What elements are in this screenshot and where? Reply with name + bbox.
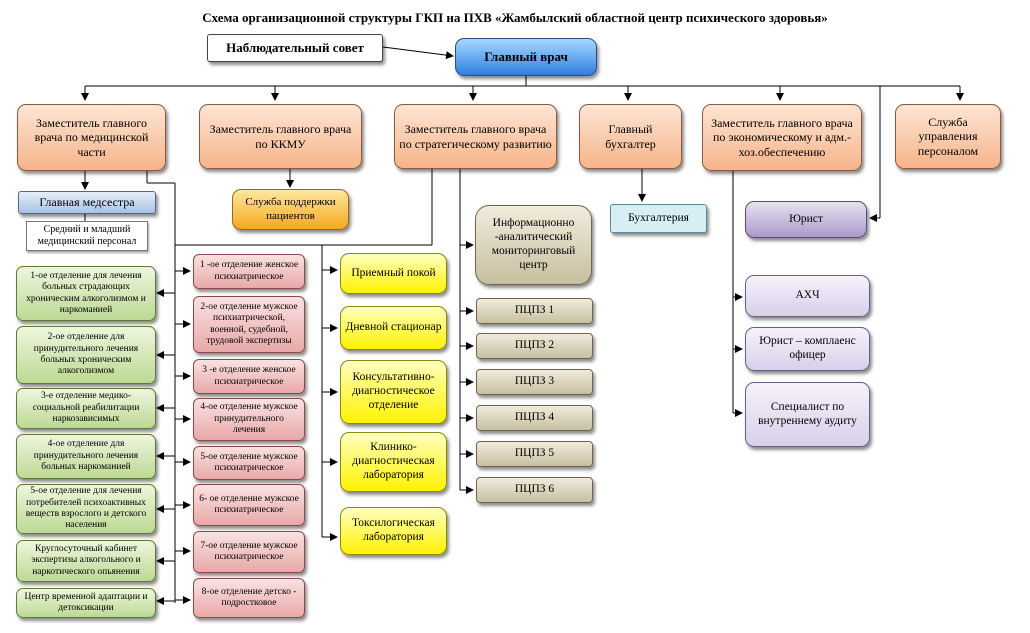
pink-unit-5: 5-ое отделение мужское психиатрическое: [193, 446, 305, 480]
green-unit-2: 2-ое отделение для принудительного лечен…: [16, 326, 156, 384]
pcpz-1: ПЦПЗ 1: [476, 298, 593, 324]
green-unit-4: 4-ое отделение для принудительного лечен…: [16, 434, 156, 479]
yellow-unit-2: Дневной стационар: [340, 306, 447, 350]
green-unit-7: Центр временной адаптации и детоксикации: [16, 588, 156, 618]
pink-unit-4: 4-ое отделение мужское принудительного л…: [193, 398, 305, 441]
green-unit-5: 5-ое отделение для лечения потребителей …: [16, 484, 156, 534]
chief-physician: Главный врач: [455, 38, 597, 76]
chief-accountant: Главный бухгалтер: [579, 104, 682, 169]
supervisory-board: Наблюдательный совет: [207, 34, 383, 62]
yellow-unit-4: Клинико-диагностическая лаборатория: [340, 432, 447, 492]
pcpz-5: ПЦПЗ 5: [476, 441, 593, 467]
deputy-medical: Заместитель главного врача по медицинско…: [17, 104, 166, 171]
pink-unit-6: 6- ое отделение мужское психиатрическое: [193, 484, 305, 526]
pcpz-6: ПЦПЗ 6: [476, 477, 593, 503]
info-monitoring-center: Информационно -аналитический мониторинго…: [475, 205, 592, 285]
diagram-title: Схема организационной структуры ГКП на П…: [202, 10, 828, 25]
patient-support-service: Служба поддержки пациентов: [232, 189, 349, 230]
internal-auditor: Специалист по внутреннему аудиту: [745, 382, 870, 447]
yellow-unit-1: Приемный покой: [340, 253, 447, 294]
hr-service: Служба управления персоналом: [895, 104, 1001, 169]
deputy-kkmu: Заместитель главного врача по ККМУ: [199, 104, 362, 169]
deputy-economic: Заместитель главного врача по экономичес…: [702, 104, 862, 171]
pcpz-4: ПЦПЗ 4: [476, 405, 593, 431]
accounting-dept: Бухгалтерия: [610, 204, 707, 233]
pink-unit-2: 2-ое отделение мужское психиатрической, …: [193, 296, 305, 353]
compliance-officer: Юрист – комплаенс офицер: [745, 327, 870, 371]
pink-unit-1: 1 -ое отделение женское психиатрическое: [193, 254, 305, 289]
pcpz-3: ПЦПЗ 3: [476, 369, 593, 395]
yellow-unit-3: Консультативно-диагностическое отделение: [340, 360, 447, 424]
pink-unit-7: 7-ое отделение мужское психиатрическое: [193, 531, 305, 573]
ahch: АХЧ: [745, 275, 870, 317]
pcpz-2: ПЦПЗ 2: [476, 333, 593, 359]
deputy-strategic: Заместитель главного врача по стратегиче…: [394, 104, 557, 169]
yellow-unit-5: Токсилогическая лаборатория: [340, 507, 447, 555]
pink-unit-3: 3 -е отделение женское психиатрическое: [193, 359, 305, 394]
green-unit-6: Круглосуточный кабинет экспертизы алкого…: [16, 540, 156, 582]
pink-unit-8: 8-ое отделение детско - подростковое: [193, 578, 305, 618]
green-unit-1: 1-ое отделение для лечения больных страд…: [16, 266, 156, 321]
head-nurse: Главная медсестра: [18, 191, 156, 214]
nursing-staff: Средний и младший медицинский персонал: [26, 221, 148, 251]
lawyer: Юрист: [745, 201, 867, 238]
green-unit-3: 3-е отделение медико-социальной реабилит…: [16, 388, 156, 429]
